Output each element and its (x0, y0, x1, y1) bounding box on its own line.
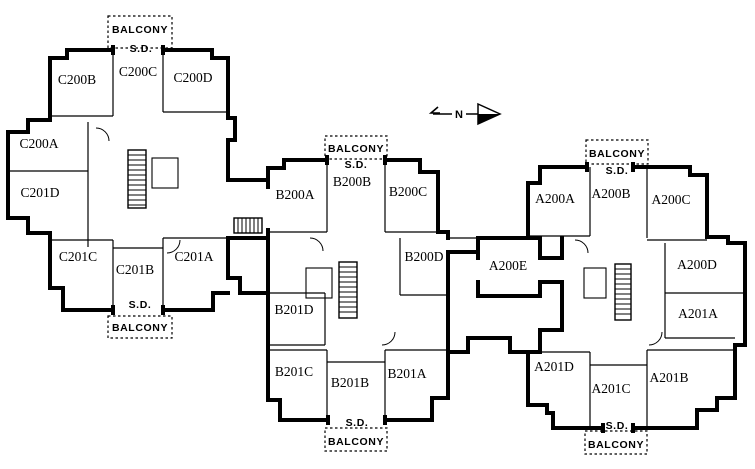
door-arc-a-1 (574, 239, 589, 254)
building-a-door-caps (585, 162, 635, 433)
balcony-box-b-top (324, 135, 388, 160)
north-arrow: N (428, 102, 502, 126)
unit-label-a200c: A200C (651, 192, 690, 207)
balcony-box-c-bottom (107, 315, 173, 339)
unit-label-a200a: A200A (535, 191, 575, 206)
corridor-staircase (233, 217, 263, 234)
unit-label-a201a: A201A (678, 306, 718, 321)
door-arc-b-1 (309, 237, 324, 252)
north-arrow-head-fill (478, 114, 500, 124)
unit-label-a200e: A200E (489, 258, 527, 273)
door-arc-b-2 (381, 331, 396, 346)
staircase-a (614, 263, 632, 321)
unit-label-b201a: B201A (387, 366, 426, 381)
north-label: N (455, 109, 463, 121)
unit-label-b200a: B200A (275, 187, 314, 202)
unit-label-c200d: C200D (173, 70, 212, 85)
building-a: BALCONY S.D. S.D. BALCONY A200A A200B A2… (476, 139, 747, 455)
sd-label-b-top: S.D. (345, 159, 368, 171)
building-a-partitions (528, 167, 745, 428)
unit-label-c201c: C201C (59, 249, 97, 264)
building-b-partitions (268, 160, 478, 420)
unit-label-a200b: A200B (591, 186, 630, 201)
sd-label-b-bottom: S.D. (346, 417, 369, 429)
core-room-b (305, 267, 333, 299)
balcony-label-b-bottom: BALCONY (328, 436, 384, 448)
balcony-label-c-bottom: BALCONY (112, 322, 168, 334)
balcony-label-a-top: BALCONY (589, 148, 645, 160)
balcony-box-a-bottom (584, 430, 648, 455)
sd-label-a-top: S.D. (606, 165, 629, 177)
balcony-box-b-bottom (324, 427, 388, 452)
unit-label-c200c: C200C (119, 64, 157, 79)
balcony-label-c-top: BALCONY (112, 24, 168, 36)
balcony-label-b-top: BALCONY (328, 143, 384, 155)
corridor-staircase-treads (237, 218, 259, 233)
sd-label-c-bottom: S.D. (129, 299, 152, 311)
building-c: BALCONY S.D. S.D. BALCONY C200B C200C C2… (6, 15, 270, 339)
unit-label-a201b: A201B (649, 370, 688, 385)
building-c-partitions (8, 50, 228, 310)
unit-label-b200b: B200B (333, 174, 371, 189)
unit-label-c200b: C200B (58, 72, 96, 87)
building-a-outer-walls (476, 165, 747, 430)
core-room-a (583, 267, 607, 299)
unit-label-c200a: C200A (19, 136, 58, 151)
staircase-a-treads (615, 268, 631, 315)
door-arc-a-2 (648, 331, 663, 346)
unit-label-b200c: B200C (389, 184, 427, 199)
building-b-outer-walls (266, 158, 530, 422)
sd-label-c-top: S.D. (130, 43, 153, 55)
unit-label-b200d: B200D (404, 249, 443, 264)
unit-label-b201c: B201C (275, 364, 313, 379)
door-arc-c-2 (166, 239, 181, 254)
building-c-outer-walls (6, 48, 270, 312)
staircase-c (127, 149, 147, 209)
unit-label-b201d: B201D (274, 302, 313, 317)
balcony-box-c-top (107, 15, 173, 49)
sd-label-a-bottom: S.D. (606, 420, 629, 432)
unit-label-b201b: B201B (331, 375, 369, 390)
north-arrow-feather (428, 106, 440, 114)
corridor-c-b (233, 217, 263, 234)
staircase-c-treads (128, 154, 146, 206)
staircase-b (338, 261, 358, 319)
door-arc-c-1 (95, 127, 110, 142)
unit-label-a201d: A201D (534, 359, 574, 374)
unit-label-c201d: C201D (20, 185, 59, 200)
unit-label-a201c: A201C (591, 381, 630, 396)
balcony-box-a-top (585, 139, 649, 165)
unit-label-a200d: A200D (677, 257, 717, 272)
staircase-b-treads (339, 266, 357, 313)
building-b: BALCONY S.D. S.D. BALCONY B200A B200B B2… (266, 135, 530, 452)
balcony-label-a-bottom: BALCONY (588, 439, 644, 451)
core-room-c (151, 157, 179, 189)
unit-label-c201b: C201B (116, 262, 154, 277)
unit-label-c201a: C201A (174, 249, 213, 264)
